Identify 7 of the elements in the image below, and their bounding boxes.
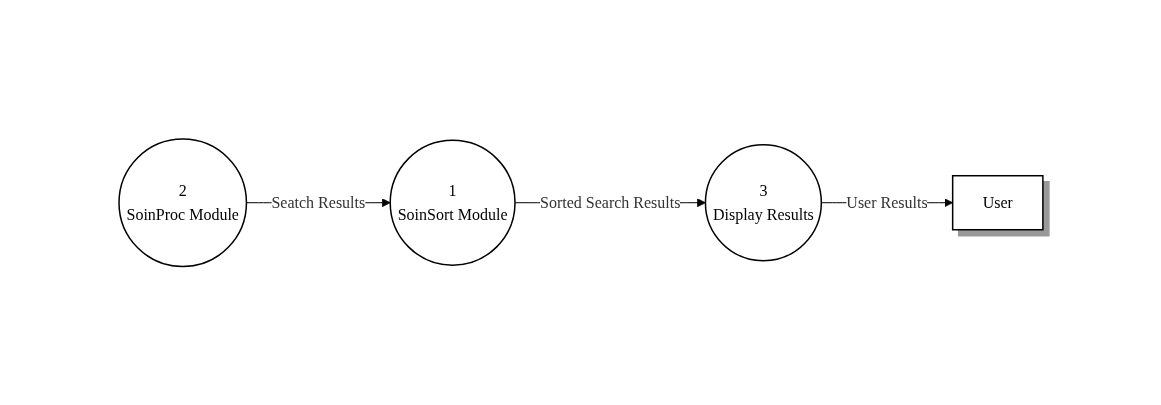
node-circle: 2 SoinProc Module <box>117 138 247 267</box>
edge-label: Sorted Search Results <box>539 193 680 211</box>
node-box: User <box>951 174 1044 231</box>
edge-label: Seatch Results <box>271 193 365 211</box>
node-circle: 3 Display Results <box>704 143 822 262</box>
edge-label: User Results <box>845 193 928 211</box>
node-circle: 1 SoinSort Module <box>389 139 516 266</box>
